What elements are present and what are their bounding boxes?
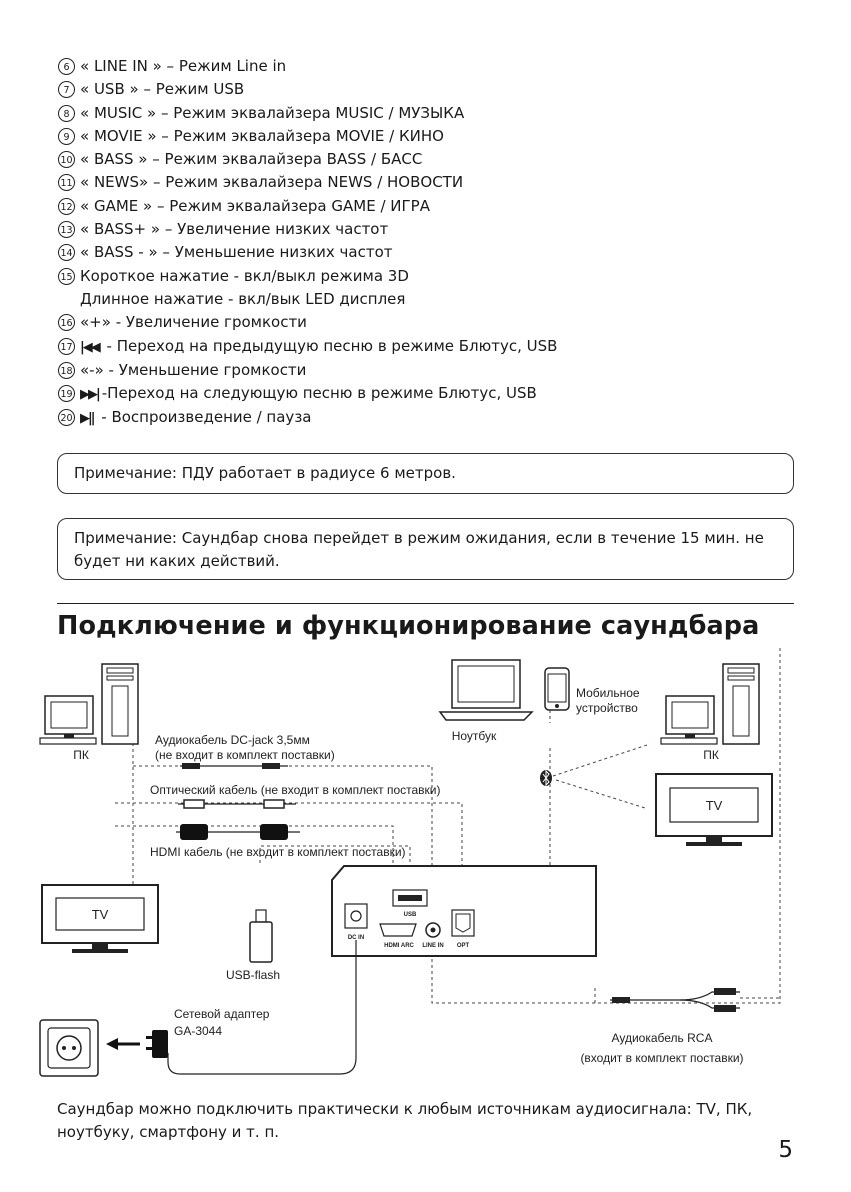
- item-text: « BASS+ » – Увеличение низких частот: [80, 220, 389, 239]
- list-item: 15 Короткое нажатие - вкл/выкл режима 3D: [58, 265, 557, 288]
- item-number: 10: [58, 151, 75, 169]
- pc-right-icon: [660, 663, 760, 745]
- item-number: 9: [58, 127, 75, 145]
- item-number: 7: [58, 81, 75, 99]
- item-text: « BASS » – Режим эквалайзера BASS / БАСС: [80, 150, 423, 169]
- hdmi-arc-port-label: HDMI ARC: [384, 943, 414, 949]
- pc-left-label: ПК: [73, 748, 89, 762]
- tv-right-icon: [655, 773, 773, 846]
- item-number: 6: [58, 58, 75, 75]
- item-number: 17: [58, 337, 75, 355]
- adapter-label-line2: GA-3044: [174, 1024, 222, 1038]
- section-divider: [57, 603, 794, 604]
- tv-right-label: TV: [706, 798, 723, 813]
- item-number: 12: [58, 197, 75, 215]
- laptop-icon: [438, 659, 534, 721]
- adapter-label-line1: Сетевой адаптер: [174, 1007, 270, 1021]
- hdmi-cable-label: HDMI кабель (не входит в комплект постав…: [150, 845, 406, 859]
- list-item: 7 « USB » – Режим USB: [58, 78, 557, 101]
- rca-label-line1: Аудиокабель RCA: [612, 1031, 713, 1045]
- description-text: Саундбар можно подключить практически к …: [57, 1100, 753, 1141]
- mobile-phone-icon: [544, 667, 570, 711]
- page-number: 5: [778, 1137, 793, 1163]
- list-item: 8 « MUSIC » – Режим эквалайзера MUSIC / М…: [58, 102, 557, 125]
- item-number: 13: [58, 221, 75, 239]
- list-item: 14 « BASS - » – Уменьшение низких частот: [58, 241, 557, 264]
- opt-port-label: OPT: [457, 943, 470, 949]
- item-text: « BASS - » – Уменьшение низких частот: [80, 243, 393, 262]
- item-text: « NEWS» – Режим эквалайзера NEWS / НОВОС…: [80, 173, 464, 192]
- list-item-continuation: Длинное нажатие - вкл/вык LED дисплея: [58, 288, 557, 311]
- list-item: 20 ▶|| - Воспроизведение / пауза: [58, 406, 557, 430]
- list-item: 6 « LINE IN » – Режим Line in: [58, 55, 557, 78]
- laptop-label: Ноутбук: [452, 729, 497, 743]
- optical-cable-label: Оптический кабель (не входит в комплект …: [150, 783, 441, 797]
- previous-track-icon: |◀◀: [80, 339, 101, 355]
- play-pause-icon: ▶||: [80, 411, 95, 427]
- list-item: 9 « MOVIE » – Режим эквалайзера MOVIE / К…: [58, 125, 557, 148]
- power-adapter-icon: [146, 1030, 168, 1058]
- item-text: «+» - Увеличение громкости: [80, 313, 307, 332]
- list-item: 18 «-» - Уменьшение громкости: [58, 359, 557, 382]
- function-list: 6 « LINE IN » – Режим Line in 7 « USB » – …: [58, 55, 557, 431]
- line-in-port-label: LINE IN: [422, 943, 443, 949]
- hdmi-cable-icon: [176, 824, 300, 840]
- soundbar-back-panel: [331, 865, 597, 957]
- item-text: Длинное нажатие - вкл/вык LED дисплея: [80, 289, 406, 308]
- dc-jack-cable-icon: [180, 763, 288, 769]
- section-title: Подключение и функционирование саундбара: [57, 611, 760, 641]
- item-text: Короткое нажатие - вкл/выкл режима 3D: [80, 266, 409, 285]
- item-text: « MUSIC » – Режим эквалайзера MUSIC / МУ…: [80, 103, 465, 122]
- tv-left-label: TV: [92, 907, 109, 922]
- list-item: 10 « BASS » – Режим эквалайзера BASS / БА…: [58, 148, 557, 171]
- pc-left-icon: [39, 663, 139, 745]
- item-text: « GAME » – Режим эквалайзера GAME / ИГРА: [80, 196, 430, 215]
- dc-cable-label-line1: Аудиокабель DC-jack 3,5мм: [155, 733, 310, 747]
- item-number: 16: [58, 314, 75, 332]
- list-item: 13 « BASS+ » – Увеличение низких частот: [58, 218, 557, 241]
- rca-cable-icon: [610, 988, 740, 1012]
- optical-cable-icon: [178, 799, 296, 809]
- dc-cable-label-line2: (не входит в комплект поставки): [155, 748, 335, 762]
- list-item: 12 « GAME » – Режим эквалайзера GAME / ИГ…: [58, 195, 557, 218]
- note-text: Примечание: Саундбар снова перейдет в ре…: [74, 529, 764, 570]
- usb-flash-icon: [249, 909, 273, 963]
- item-text: - Воспроизведение / пауза: [96, 408, 312, 427]
- mobile-label-line2: устройство: [576, 701, 638, 715]
- list-item: 19 ▶▶|-Переход на следующую песню в режим…: [58, 382, 557, 406]
- list-item: 17 |◀◀ - Переход на предыдущую песню в ре…: [58, 335, 557, 359]
- next-track-icon: ▶▶|: [80, 387, 101, 403]
- power-cable: [167, 940, 357, 1075]
- item-text: «-» - Уменьшение громкости: [80, 360, 307, 379]
- note-standby: Примечание: Саундбар снова перейдет в ре…: [57, 518, 794, 580]
- item-text: « LINE IN » – Режим Line in: [80, 57, 287, 75]
- dc-in-port-label: DC IN: [348, 935, 364, 941]
- item-text: - Переход на предыдущую песню в режиме Б…: [101, 336, 558, 355]
- wall-socket-icon: [39, 1019, 99, 1077]
- note-text: Примечание: ПДУ работает в радиусе 6 мет…: [74, 464, 456, 482]
- item-number: 20: [58, 409, 75, 427]
- connection-diagram: ПК Ноутбук Мобильное устройство ПК TV: [39, 648, 781, 1077]
- usb-port-label: USB: [404, 912, 417, 918]
- item-number: 8: [58, 104, 75, 122]
- item-text: « USB » – Режим USB: [80, 80, 245, 99]
- tv-left-icon: [41, 884, 159, 953]
- list-item: 16 «+» - Увеличение громкости: [58, 311, 557, 334]
- item-number: 14: [58, 244, 75, 262]
- item-number: 15: [58, 267, 75, 285]
- item-number: 18: [58, 361, 75, 379]
- mobile-label-line1: Мобильное: [576, 686, 640, 700]
- rca-label-line2: (входит в комплект поставки): [580, 1051, 743, 1065]
- item-number: 11: [58, 174, 75, 192]
- note-remote-range: Примечание: ПДУ работает в радиусе 6 мет…: [57, 453, 794, 494]
- list-item: 11 « NEWS» – Режим эквалайзера NEWS / НОВ…: [58, 171, 557, 194]
- usb-flash-label: USB-flash: [226, 968, 280, 982]
- pc-right-label: ПК: [703, 748, 719, 762]
- arrow-left-icon: [106, 1038, 140, 1050]
- item-text: « MOVIE » – Режим эквалайзера MOVIE / КИ…: [80, 126, 444, 145]
- item-text: -Переход на следующую песню в режиме Блю…: [101, 384, 537, 403]
- bluetooth-icon: [540, 769, 552, 787]
- item-number: 19: [58, 385, 75, 403]
